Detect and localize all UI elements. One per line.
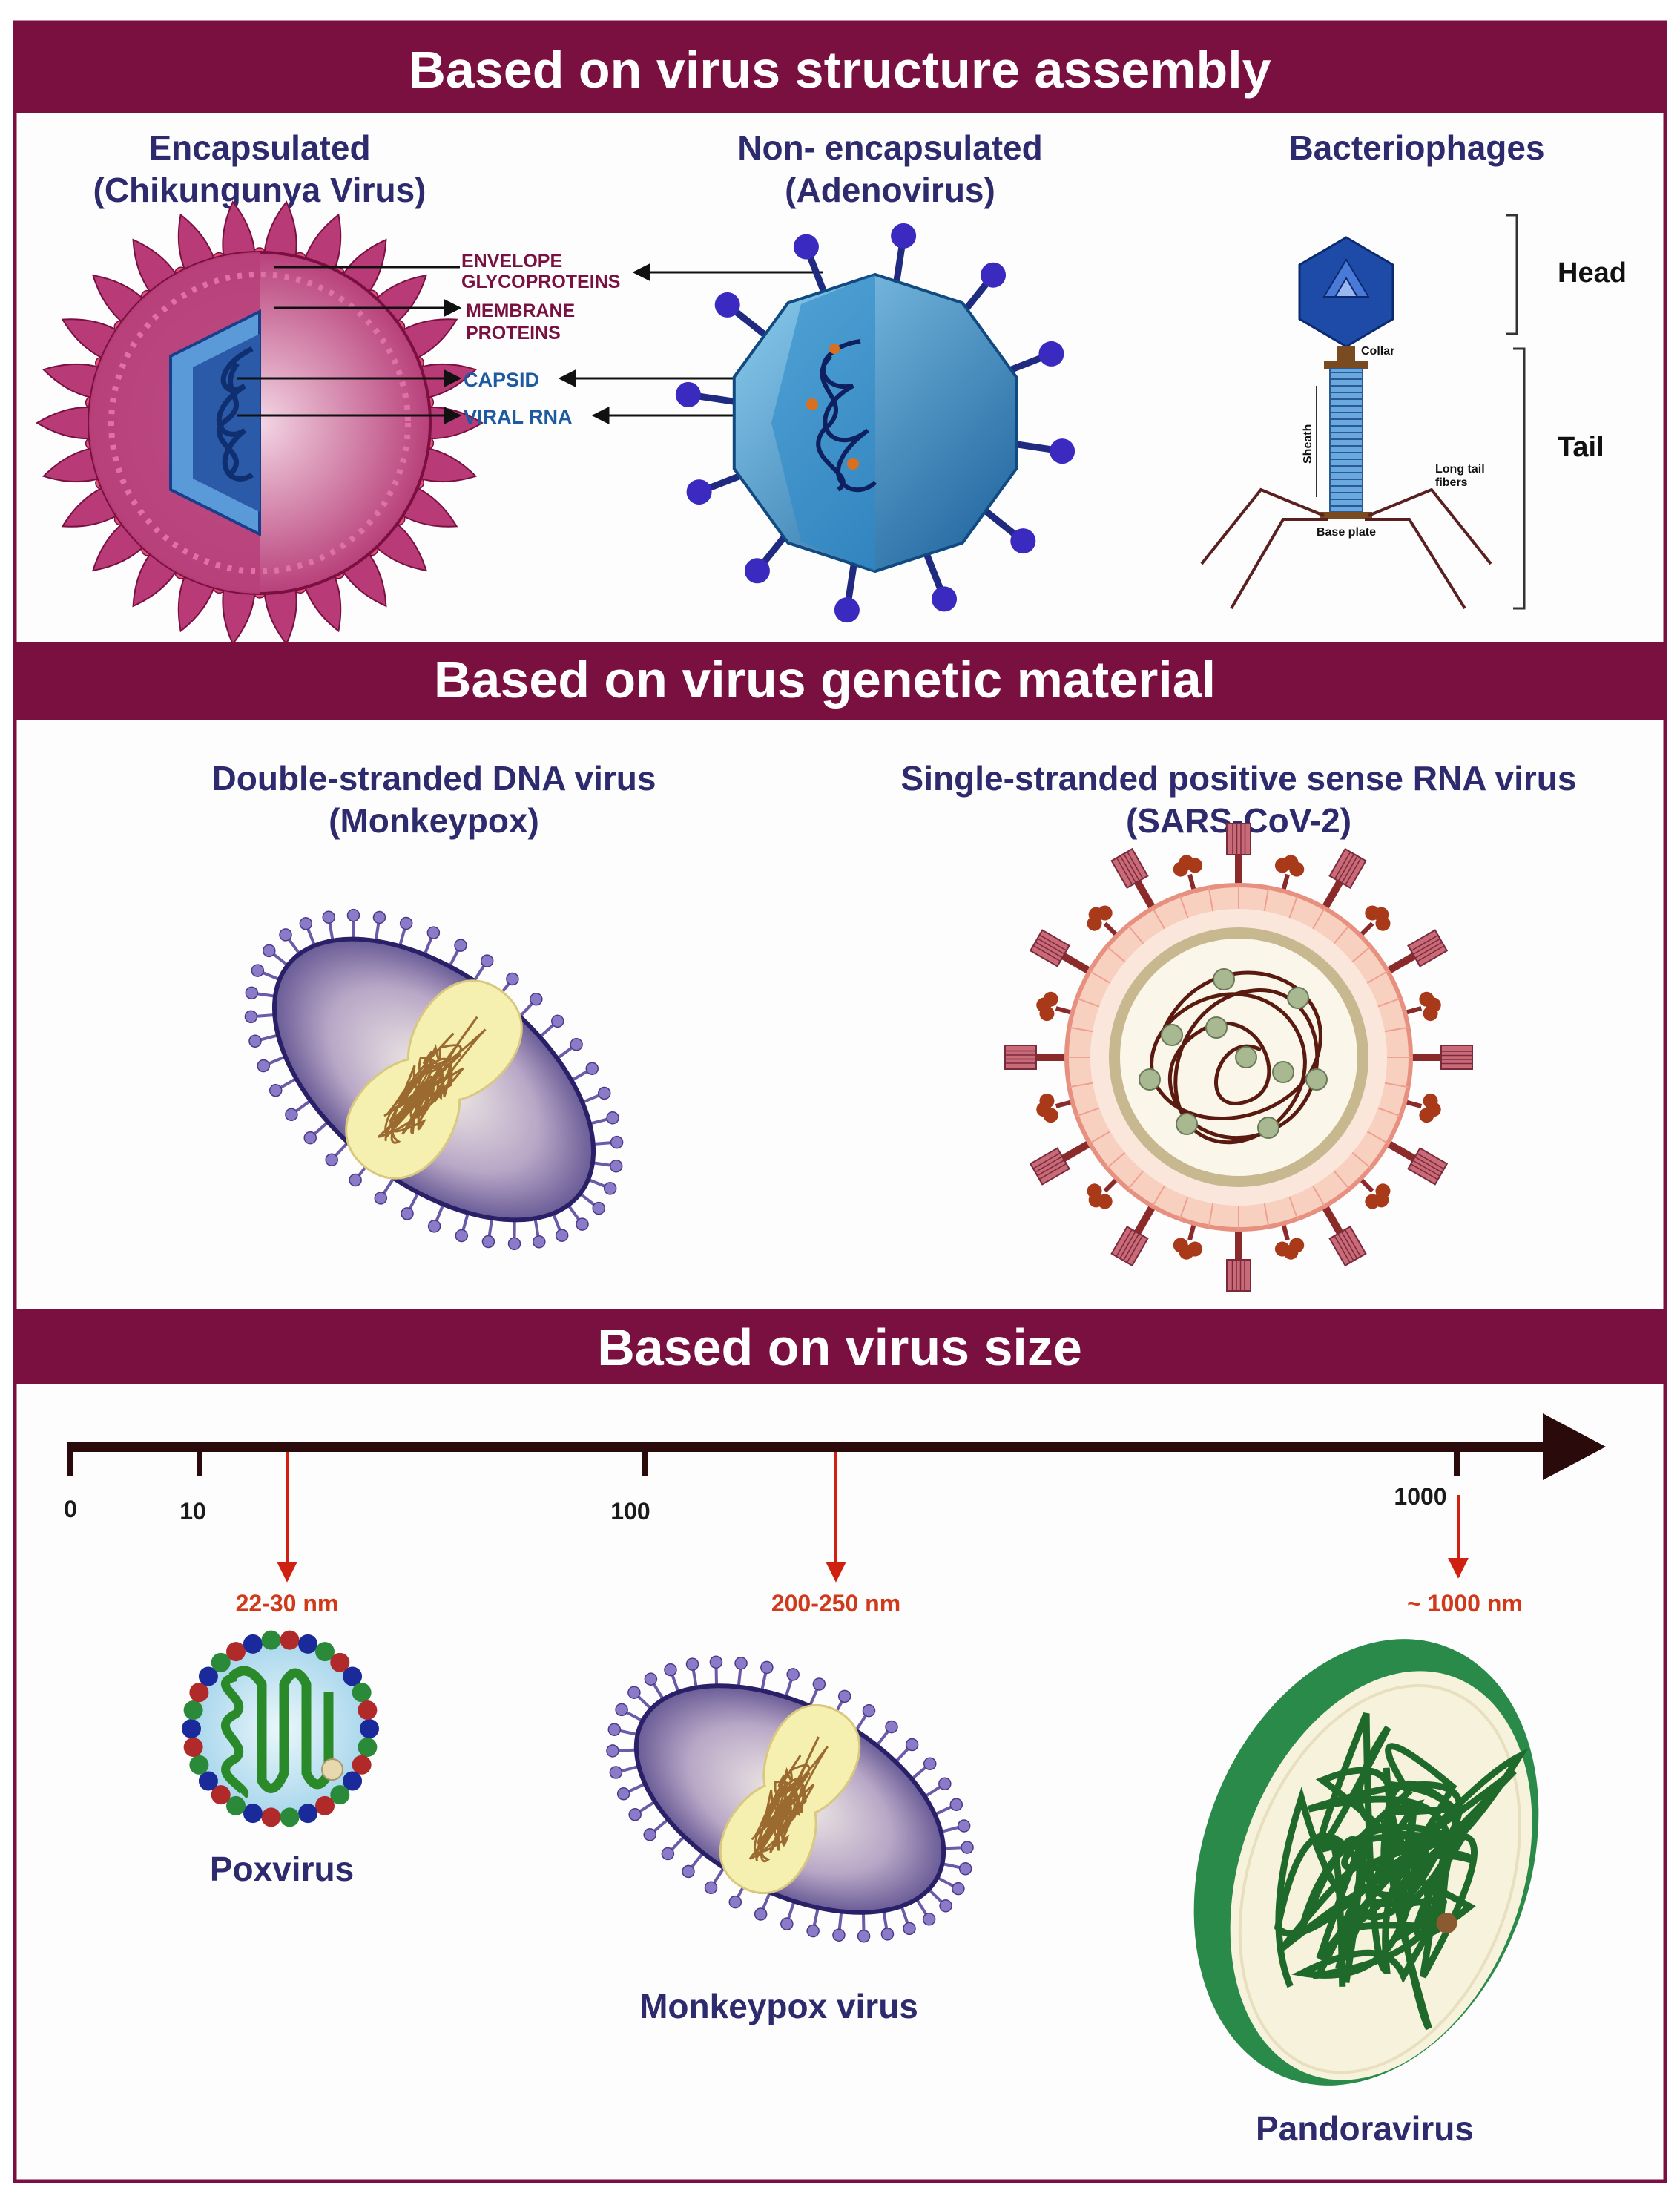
section-band-size (16, 1309, 1664, 1384)
label-membrane-proteins-1: MEMBRANE (466, 300, 575, 321)
axis-tick-label: 100 (610, 1498, 650, 1525)
encapsulated-title: Encapsulated (148, 128, 370, 167)
size-axis (67, 1413, 1606, 1480)
bacteriophages-title: Bacteriophages (1288, 128, 1544, 167)
size-marker-label: 200-250 nm (771, 1590, 900, 1617)
dna-virus-title: Double-stranded DNA virus (212, 759, 656, 798)
bacteriophage-illustration (1200, 214, 1526, 610)
phage-label-long-tail-fibers-2: fibers (1435, 476, 1468, 489)
pandoravirus-illustration (1193, 1639, 1539, 2086)
label-capsid: CAPSID (464, 369, 539, 391)
axis-tick-label: 10 (179, 1498, 206, 1525)
sars-cov-2-illustration (1004, 823, 1473, 1292)
label-envelope-glycoproteins-2: GLYCOPROTEINS (461, 272, 620, 292)
size-marker-label: 22-30 nm (236, 1590, 339, 1617)
virus-name-label: Pandoravirus (1256, 2109, 1474, 2148)
monkeypox-size-illustration (606, 1655, 974, 1943)
axis-tick-label: 1000 (1394, 1483, 1446, 1510)
phage-label-tail: Tail (1558, 432, 1604, 463)
dna-virus-subtitle: (Monkeypox) (329, 801, 539, 840)
section-size: Based on virus size 0 10 100 1000 22-30 … (16, 1309, 1664, 2148)
non-encapsulated-title: Non- encapsulated (737, 128, 1043, 167)
size-marker-arrows (277, 1452, 1469, 1583)
virus-name-label: Monkeypox virus (639, 1987, 918, 2025)
section-structure: Based on virus structure assembly Encaps… (16, 24, 1664, 645)
phage-label-collar: Collar (1361, 345, 1394, 358)
section-title-structure: Based on virus structure assembly (408, 41, 1271, 99)
non-encapsulated-subtitle: (Adenovirus) (785, 171, 995, 209)
virus-name-label: Poxvirus (210, 1850, 354, 1888)
section-title-size: Based on virus size (597, 1318, 1082, 1376)
section-band-genetic (16, 642, 1664, 720)
phage-label-sheath: Sheath (1302, 424, 1314, 464)
section-band-structure (16, 24, 1664, 113)
axis-tick-label: 0 (64, 1496, 77, 1522)
size-marker-label: ~ 1000 nm (1407, 1590, 1523, 1617)
phage-label-long-tail-fibers-1: Long tail (1435, 463, 1485, 476)
section-genetic: Based on virus genetic material Double-s… (16, 642, 1664, 1292)
rna-virus-title: Single-stranded positive sense RNA virus (901, 759, 1577, 798)
poxvirus-illustration (182, 1630, 379, 1827)
label-envelope-glycoproteins-1: ENVELOPE (461, 251, 562, 272)
label-membrane-proteins-2: PROTEINS (466, 323, 561, 344)
label-viral-rna: VIRAL RNA (464, 406, 573, 428)
phage-label-head: Head (1558, 257, 1627, 289)
adenovirus-illustration (675, 223, 1075, 623)
encapsulated-subtitle: (Chikungunya Virus) (93, 171, 426, 209)
phage-label-base-plate: Base plate (1317, 526, 1376, 539)
monkeypox-dna-illustration (244, 908, 624, 1251)
section-title-genetic: Based on virus genetic material (434, 651, 1216, 709)
